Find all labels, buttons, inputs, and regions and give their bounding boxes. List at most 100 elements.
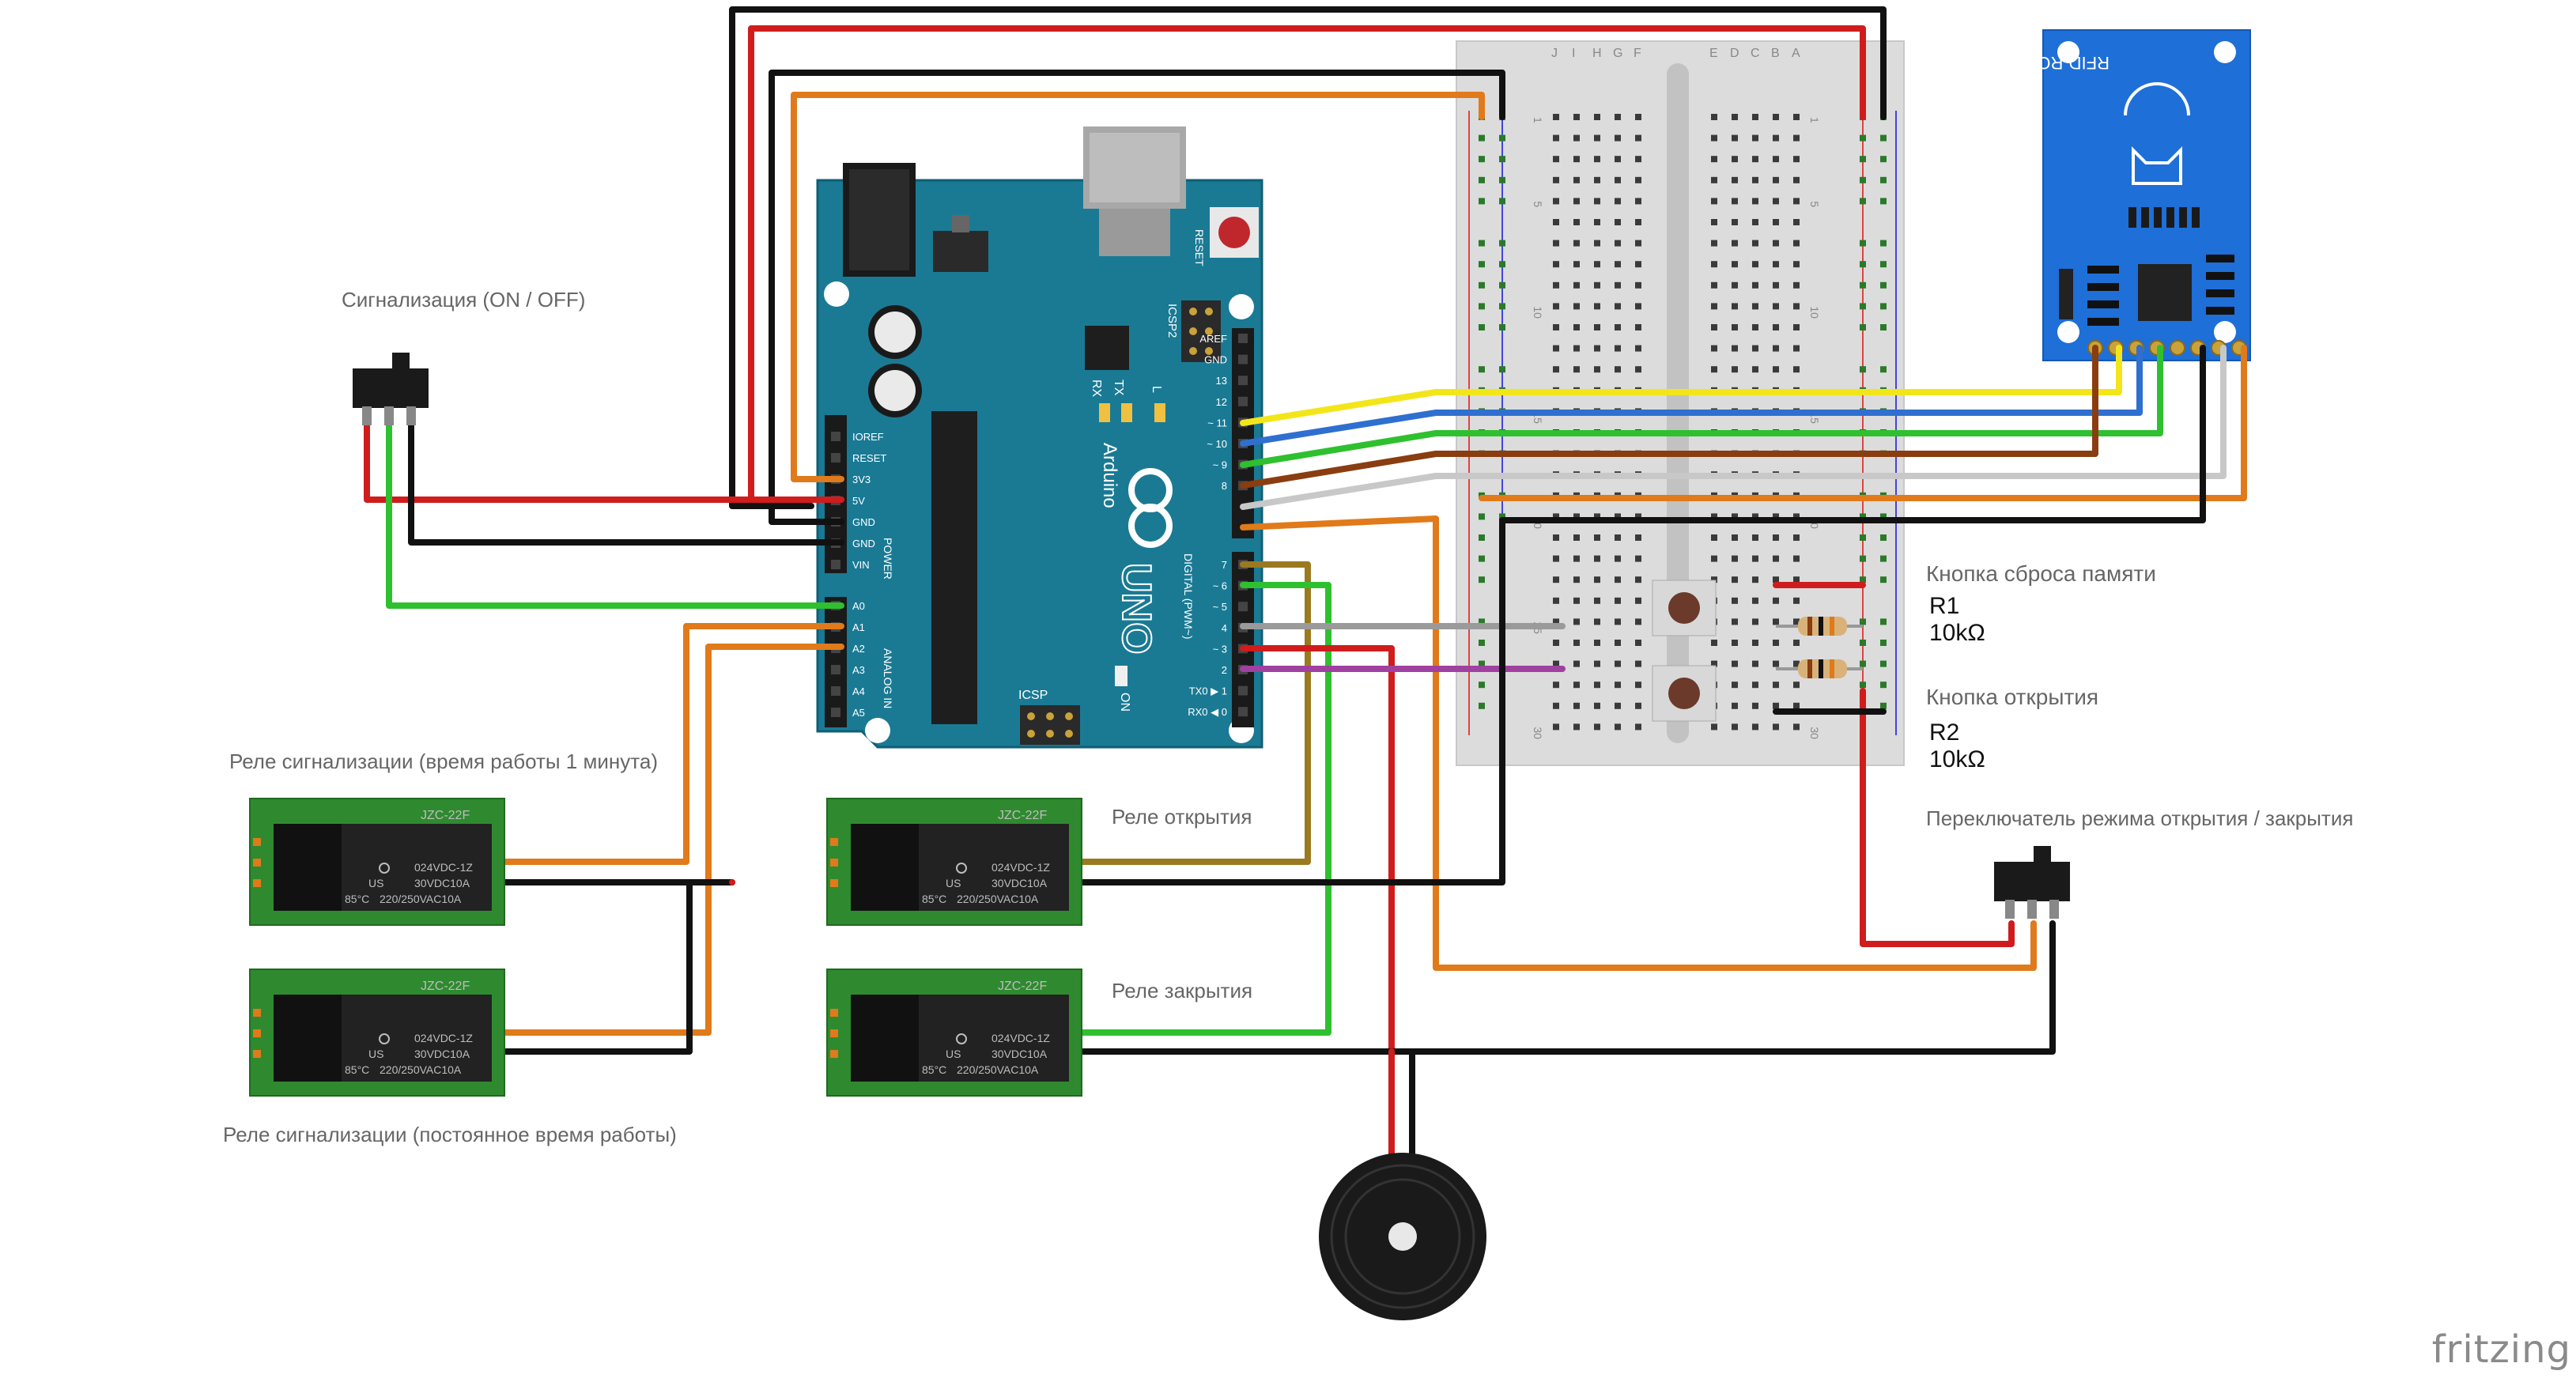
resistor-r2 bbox=[1776, 659, 1863, 678]
arduino-pin-label: 2 bbox=[1222, 664, 1227, 676]
label-btn-open: Кнопка открытия bbox=[1926, 685, 2099, 709]
relay-text: 220/250VAC10A bbox=[380, 893, 462, 905]
bb-col-label: J bbox=[1551, 47, 1558, 60]
fritzing-watermark: fritzing bbox=[2431, 1327, 2571, 1372]
label-r2-value: 10kΩ bbox=[1929, 746, 1985, 772]
relay-text: US bbox=[368, 1048, 383, 1060]
bb-row-label: 1 bbox=[1532, 117, 1544, 123]
bb-col-label: E bbox=[1709, 47, 1718, 60]
arduino-pin-label: A0 bbox=[852, 600, 865, 612]
rfid-module: RFID-RC522 bbox=[2009, 29, 2251, 361]
label-r2-name: R2 bbox=[1929, 719, 1960, 746]
arduino-pin-label: ~ 10 bbox=[1207, 438, 1227, 450]
bb-row-label: 5 bbox=[1808, 201, 1821, 207]
arduino-logo bbox=[1128, 468, 1173, 548]
arduino-pin-label: VIN bbox=[852, 559, 870, 571]
relay-text: US bbox=[368, 877, 383, 889]
relay-text: 85°C bbox=[345, 893, 369, 905]
relay-text: 024VDC-1Z bbox=[414, 1032, 473, 1044]
wire-black-relay-open bbox=[1074, 519, 1505, 885]
bb-col-label: C bbox=[1751, 47, 1760, 60]
arduino-pin-label: ~ 6 bbox=[1213, 580, 1227, 592]
relay-text: 220/250VAC10A bbox=[957, 893, 1039, 905]
label-relay-close: Реле закрытия bbox=[1112, 979, 1253, 1003]
rfid-label: RFID-RC522 bbox=[2009, 53, 2110, 73]
wire-orange-a2 bbox=[498, 644, 844, 1036]
wire-red-switch bbox=[364, 408, 844, 503]
relay-text: 30VDC10A bbox=[991, 1048, 1048, 1060]
arduino-pin-label: RESET bbox=[852, 452, 886, 464]
bb-col-label: G bbox=[1613, 47, 1622, 60]
arduino-pin-label: A4 bbox=[852, 685, 865, 697]
alarm-slide-switch bbox=[353, 353, 429, 425]
bb-row-label: 30 bbox=[1532, 727, 1544, 739]
analog-silk: ANALOG IN bbox=[882, 648, 894, 708]
wire-black-top bbox=[729, 6, 1887, 509]
wire-green-a0 bbox=[386, 408, 844, 609]
arduino-pin-label: AREF bbox=[1199, 333, 1227, 345]
wire-green-6 bbox=[1074, 582, 1331, 1036]
bb-col-label: D bbox=[1730, 47, 1739, 60]
wire-red-3 bbox=[1240, 645, 1395, 1063]
relay-text: JZC-22F bbox=[421, 980, 470, 993]
push-button-open bbox=[1652, 665, 1717, 722]
reset-silk: RESET bbox=[1193, 229, 1206, 266]
relay-text: US bbox=[946, 877, 961, 889]
wire-orange-a1 bbox=[498, 623, 844, 865]
icsp-silk: ICSP bbox=[1018, 689, 1048, 702]
relay-text: 220/250VAC10A bbox=[957, 1063, 1039, 1076]
bb-col-label: H bbox=[1592, 47, 1602, 60]
arduino-pin-label: ~ 3 bbox=[1213, 643, 1227, 655]
bb-col-label: I bbox=[1572, 47, 1575, 60]
icsp2-silk: ICSP2 bbox=[1165, 304, 1179, 338]
label-r1-name: R1 bbox=[1929, 593, 1960, 619]
wire-brown-10 bbox=[1240, 345, 2098, 489]
push-button-reset-memory bbox=[1652, 580, 1717, 636]
arduino-pin-label: 8 bbox=[1222, 480, 1227, 492]
arduino-pin-label: A5 bbox=[852, 707, 865, 719]
label-r1-value: 10kΩ bbox=[1929, 620, 1985, 646]
arduino-pin-label: 4 bbox=[1222, 622, 1227, 634]
label-relay-alarm-1min: Реле сигнализации (время работы 1 минута… bbox=[229, 750, 658, 773]
wire-blue-12 bbox=[1240, 345, 2143, 447]
on-silk: ON bbox=[1118, 693, 1131, 712]
arduino-pin-label: 13 bbox=[1216, 375, 1227, 387]
arduino-pin-label: ~ 9 bbox=[1213, 459, 1227, 471]
wire-olive-7 bbox=[1074, 561, 1311, 865]
label-relay-alarm-const: Реле сигнализации (постоянное время рабо… bbox=[223, 1123, 677, 1146]
mode-slide-switch bbox=[1994, 846, 2070, 919]
bb-col-label: B bbox=[1771, 47, 1780, 60]
power-silk: POWER bbox=[882, 538, 894, 580]
bb-row-label: 10 bbox=[1808, 306, 1821, 319]
label-alarm-switch: Сигнализация (ON / OFF) bbox=[342, 288, 586, 312]
wire-white-9 bbox=[1240, 345, 2227, 510]
arduino-pin-label: IOREF bbox=[852, 431, 884, 443]
wire-orange-rfid bbox=[1479, 345, 2247, 501]
relay-text: 85°C bbox=[922, 1063, 946, 1076]
arduino-pin-label: TX0 ▶ 1 bbox=[1189, 685, 1227, 697]
arduino-pin-label: GND bbox=[852, 516, 875, 528]
relay-text: 024VDC-1Z bbox=[991, 861, 1050, 874]
bb-row-label: 1 bbox=[1808, 117, 1821, 123]
bb-row-label: 30 bbox=[1808, 727, 1821, 739]
resistor-r1 bbox=[1776, 617, 1863, 636]
bb-col-label: F bbox=[1634, 47, 1641, 60]
relay-text: 30VDC10A bbox=[414, 1048, 470, 1060]
piezo-buzzer bbox=[1303, 1153, 1502, 1320]
wire-yellow-13 bbox=[1240, 345, 2122, 426]
relay-text: 220/250VAC10A bbox=[380, 1063, 462, 1076]
wire-orange-8 bbox=[1240, 515, 2037, 971]
bb-row-label: 5 bbox=[1532, 201, 1544, 207]
rx-silk: RX bbox=[1090, 379, 1103, 398]
relay-text: US bbox=[946, 1048, 961, 1060]
wire-green-11 bbox=[1240, 345, 2163, 468]
arduino-pin-label: GND bbox=[852, 538, 875, 549]
relay-text: JZC-22F bbox=[421, 809, 470, 822]
